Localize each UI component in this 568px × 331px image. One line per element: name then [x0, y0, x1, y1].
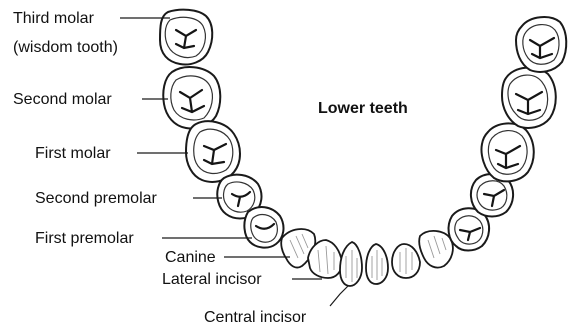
tooth-first-molar-left	[186, 121, 240, 182]
leader-central-incisor	[330, 286, 348, 306]
tooth-central-incisor-left	[340, 242, 362, 286]
tooth-second-molar-right	[502, 68, 556, 128]
tooth-first-molar-right	[482, 123, 534, 181]
tooth-second-molar-left	[163, 67, 220, 128]
tooth-central-incisor-right	[366, 244, 388, 284]
label-second-premolar: Second premolar	[35, 190, 158, 207]
tooth-lateral-incisor-left	[308, 240, 342, 278]
label-second-molar: Second molar	[13, 91, 112, 108]
label-central-incisor: Central incisor	[204, 309, 307, 326]
tooth-canine-right	[419, 231, 453, 268]
label-wisdom-tooth: (wisdom tooth)	[13, 39, 118, 56]
label-canine: Canine	[165, 249, 216, 266]
diagram-title: Lower teeth	[318, 100, 408, 117]
tooth-lateral-incisor-right	[392, 244, 420, 278]
label-third-molar: Third molar	[13, 10, 95, 27]
tooth-first-premolar-left	[244, 207, 283, 248]
label-lateral-incisor: Lateral incisor	[162, 271, 262, 288]
tooth-third-molar-right	[516, 17, 566, 72]
label-first-premolar: First premolar	[35, 230, 134, 247]
label-first-molar: First molar	[35, 145, 111, 162]
